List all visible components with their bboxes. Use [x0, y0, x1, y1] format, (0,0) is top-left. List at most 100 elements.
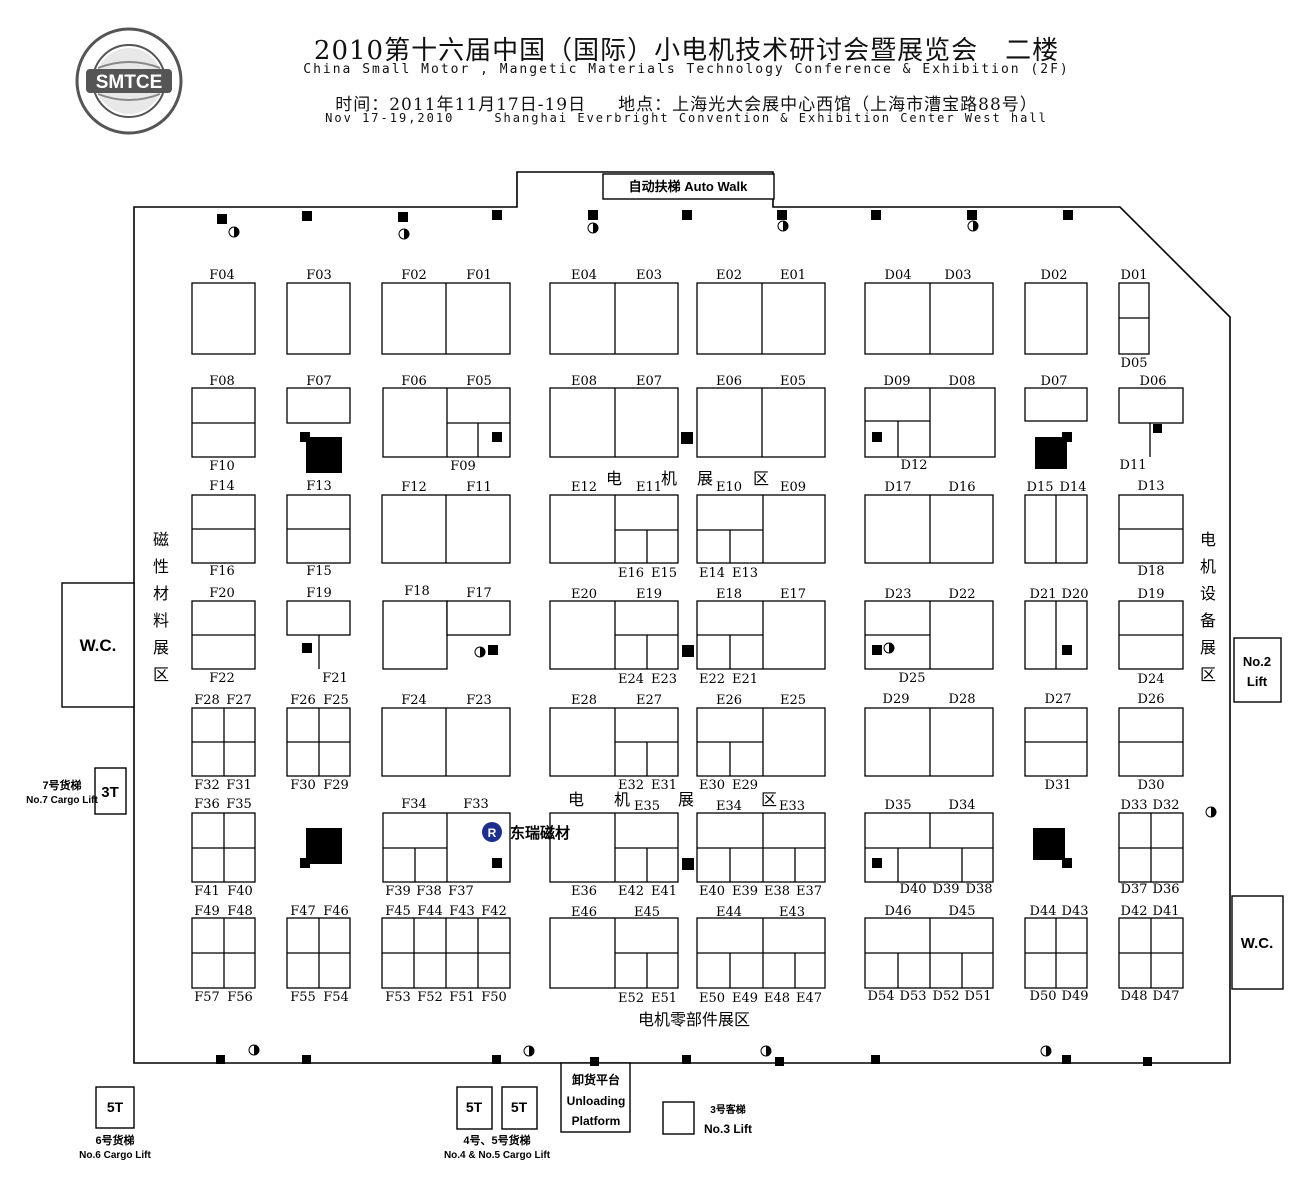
pillar: [872, 858, 882, 868]
booth-label: D38: [966, 882, 993, 897]
pillar: [682, 210, 692, 220]
svg-text:展: 展: [697, 469, 713, 488]
svg-text:材: 材: [153, 584, 169, 603]
booth-block[interactable]: [1118, 387, 1184, 424]
no3-lift-en: No.3 Lift: [704, 1122, 752, 1136]
booth-label: D28: [949, 692, 976, 707]
pillar: [1063, 210, 1073, 220]
booth-label: E09: [780, 480, 806, 495]
cargo-lift-5-cap: 5T: [511, 1099, 528, 1115]
booth-block[interactable]: [191, 282, 256, 355]
booth-label: F16: [209, 564, 235, 579]
booth-label: F33: [463, 797, 489, 812]
booth-block[interactable]: [286, 600, 351, 636]
no3-lift[interactable]: [662, 1101, 695, 1135]
booth-label: D44: [1030, 904, 1057, 919]
booth-label: D33: [1121, 798, 1148, 813]
booth-label: F44: [417, 904, 443, 919]
booth-label: D19: [1138, 587, 1165, 602]
event-time-en: Nov 17-19,2010: [325, 111, 455, 125]
booth-block[interactable]: [864, 282, 994, 355]
booth-label: E50: [699, 991, 725, 1006]
booth-label: F22: [209, 671, 235, 686]
svg-text:电: 电: [568, 790, 584, 809]
booth-label: E37: [796, 884, 822, 899]
pillar: [682, 645, 694, 657]
wc-right[interactable]: [1231, 895, 1284, 990]
booth-label: F29: [323, 778, 349, 793]
booth-block[interactable]: [549, 282, 679, 355]
booth-block[interactable]: [864, 494, 994, 564]
pillars: [216, 210, 1217, 1066]
no2-lift[interactable]: [1233, 637, 1282, 703]
pillar: [216, 1055, 225, 1064]
booth-label: D02: [1041, 268, 1068, 283]
booth-block[interactable]: [1024, 387, 1088, 422]
svg-text:料: 料: [153, 611, 169, 630]
booth-label: F18: [404, 584, 430, 599]
booth-block[interactable]: [696, 387, 826, 458]
booth-label: D12: [901, 458, 928, 473]
booth-label: F02: [401, 268, 427, 283]
booth-label: F51: [449, 990, 475, 1005]
booth-label: F15: [306, 564, 332, 579]
svg-text:机: 机: [661, 469, 677, 488]
booth-label: F38: [416, 884, 442, 899]
booth-label: D18: [1138, 564, 1165, 579]
auto-walk[interactable]: [602, 173, 775, 200]
booth-label: E01: [780, 268, 806, 283]
booth-label: E33: [779, 799, 805, 814]
booth-block[interactable]: [549, 812, 679, 883]
booth-label: F36: [194, 797, 220, 812]
booth-label: D11: [1120, 458, 1147, 473]
booth-label: F20: [209, 586, 235, 601]
page-title-en: China Small Motor , Mangetic Materials T…: [303, 62, 1070, 77]
booth-label: E46: [571, 905, 597, 920]
booth-label: D42: [1121, 904, 1148, 919]
booth-label: D30: [1138, 778, 1165, 793]
booth-label: D35: [885, 798, 912, 813]
booth-label: F45: [385, 904, 411, 919]
booth-label: E49: [732, 991, 758, 1006]
booth-label: F49: [194, 904, 220, 919]
pillar: [682, 858, 694, 870]
pillar: [398, 212, 408, 222]
booth-block[interactable]: [696, 282, 826, 355]
booth-label: F48: [227, 904, 253, 919]
booth-block[interactable]: [286, 387, 351, 424]
pillar: [488, 645, 498, 655]
cargo-lift-4[interactable]: [456, 1086, 493, 1130]
booth-block[interactable]: [864, 707, 994, 777]
booth-label: F05: [466, 374, 492, 389]
booth-block[interactable]: [549, 494, 679, 564]
logo-text: SMTCE: [96, 72, 163, 93]
booth-label: D01: [1121, 268, 1148, 283]
booth-label: F47: [290, 904, 316, 919]
pillar: [871, 210, 881, 220]
booth-label: D29: [883, 692, 910, 707]
booth-label: E27: [636, 693, 662, 708]
booth-block[interactable]: [1024, 282, 1088, 355]
booth-block[interactable]: [696, 494, 826, 564]
booth-label: E04: [571, 268, 597, 283]
pillar: [967, 210, 977, 220]
wc-left[interactable]: [61, 582, 135, 708]
booth-label: E22: [699, 672, 725, 687]
booth-block[interactable]: [286, 282, 351, 355]
wc-left-label: W.C.: [80, 636, 117, 655]
booth-label: E32: [618, 778, 644, 793]
booth-label: D45: [949, 904, 976, 919]
booth-label: D39: [933, 882, 960, 897]
booth-block[interactable]: [549, 387, 679, 458]
pillar: [1062, 858, 1072, 868]
booth-block[interactable]: [382, 600, 448, 670]
cargo-lift-5[interactable]: [501, 1086, 538, 1130]
booth-label: D54: [868, 989, 895, 1004]
booth-label: E03: [636, 268, 662, 283]
cargo-lift-7[interactable]: [94, 767, 127, 815]
exhibitor-dongrui[interactable]: R 东瑞磁材: [482, 822, 570, 842]
booth-block[interactable]: [446, 600, 511, 636]
svg-text:机: 机: [614, 790, 630, 809]
cargo-lift-6[interactable]: [95, 1086, 135, 1129]
